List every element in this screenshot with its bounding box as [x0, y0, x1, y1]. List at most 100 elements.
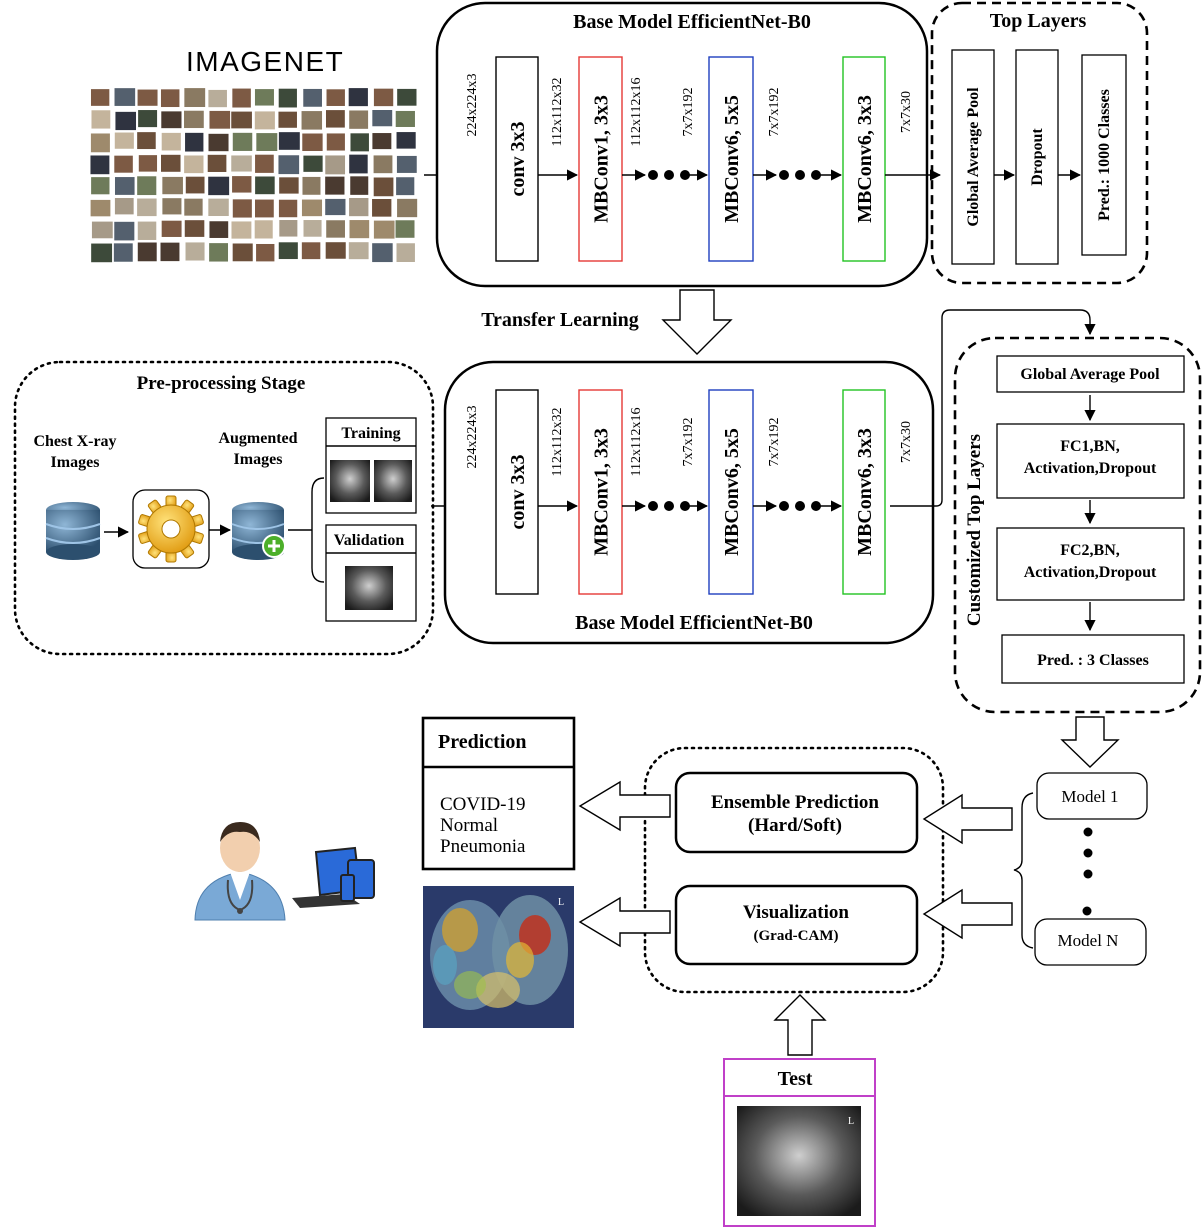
imagenet-thumb	[161, 132, 181, 151]
imagenet-thumb	[91, 243, 113, 263]
imagenet-logo-text: IMAGENET	[186, 46, 344, 77]
imagenet-thumb	[396, 243, 415, 262]
imagenet-logo: IMAGENET	[186, 46, 344, 77]
imagenet-thumb	[325, 242, 346, 259]
imagenet-thumb	[303, 88, 322, 107]
imagenet-thumb	[255, 154, 274, 173]
gear-icon	[138, 495, 204, 563]
imagenet-thumb	[184, 220, 205, 237]
dropout-block	[1015, 49, 1059, 265]
imagenet-thumb	[114, 177, 135, 195]
middle-base-model-frame	[443, 360, 935, 645]
imagenet-thumb	[325, 198, 346, 216]
imagenet-thumb	[301, 111, 323, 130]
imagenet-thumb	[372, 110, 393, 127]
ensemble-dotted-frame	[643, 746, 945, 994]
imagenet-thumb	[326, 89, 345, 106]
ensemble-prediction-box	[674, 771, 919, 854]
imagenet-thumb	[90, 199, 111, 217]
fc1-label-line2: Activation,Dropout	[1024, 460, 1157, 477]
middle-dim-5: 7x7x30	[899, 421, 914, 463]
preprocessing-title: Pre-processing Stage	[137, 373, 306, 394]
imagenet-thumb	[209, 110, 231, 129]
imagenet-thumb	[301, 242, 321, 260]
top-block-label-3: MBConv6, 5x5	[721, 95, 743, 223]
imagenet-thumb	[114, 221, 135, 241]
laptop-phone-icon	[292, 846, 375, 908]
top-block-label-2: MBConv1, 3x3	[591, 95, 613, 223]
imagenet-thumb	[254, 89, 274, 106]
top-dim-4: 7x7x192	[767, 88, 782, 137]
imagenet-thumb	[114, 198, 134, 215]
top-layers-title: Top Layers	[990, 10, 1087, 32]
custom-gap-label: Global Average Pool	[1020, 366, 1160, 383]
imagenet-thumb	[137, 176, 157, 196]
imagenet-thumb	[372, 243, 393, 263]
imagenet-thumb	[137, 221, 157, 240]
models-to-ensemble-arrow	[922, 793, 1013, 845]
imagenet-thumb	[232, 199, 252, 218]
middle-dim-3: 7x7x192	[681, 418, 696, 467]
imagenet-thumb	[232, 176, 252, 193]
ensemble-to-prediction-arrow	[578, 780, 671, 832]
imagenet-thumb	[395, 110, 415, 127]
middle-block-3	[708, 389, 754, 595]
imagenet-thumb	[325, 110, 345, 128]
imagenet-thumb	[114, 132, 134, 149]
fc2-block	[996, 527, 1185, 601]
top-layers-frame	[930, 1, 1149, 285]
ensemble-label-line2: (Hard/Soft)	[748, 815, 842, 836]
model-n-label: Model N	[1058, 931, 1119, 950]
imagenet-thumb	[325, 176, 345, 195]
pred-1000-block	[1081, 54, 1127, 256]
top-input-dim: 224x224x3	[465, 74, 480, 137]
middle-block-1	[495, 389, 539, 595]
custom-top-layers-title: Customized Top Layers	[964, 434, 985, 626]
top-dim-2: 112x112x16	[629, 78, 644, 147]
imagenet-thumb	[138, 155, 158, 172]
imagenet-thumb	[373, 88, 394, 107]
imagenet-thumb	[303, 220, 322, 237]
imagenet-thumb	[396, 132, 416, 149]
middle-block-label-2: MBConv1, 3x3	[591, 428, 613, 556]
imagenet-thumb	[278, 242, 298, 260]
imagenet-thumb	[348, 88, 368, 107]
imagenet-thumb	[256, 133, 278, 151]
imagenet-thumb	[278, 111, 297, 128]
imagenet-thumb	[184, 155, 204, 174]
transfer-learning-arrow	[661, 289, 733, 355]
prediction-box	[421, 716, 576, 871]
imagenet-thumb	[231, 221, 252, 239]
imagenet-thumb	[301, 199, 323, 217]
imagenet-thumb	[373, 177, 394, 197]
gradcam-heatmap-image: L	[423, 886, 574, 1028]
fc1-block	[996, 423, 1185, 499]
imagenet-thumb	[184, 198, 203, 216]
imagenet-thumb	[90, 133, 110, 153]
top-base-model-title: Base Model EfficientNet-B0	[573, 11, 811, 33]
ensemble-label-line1: Ensemble Prediction	[711, 792, 879, 813]
middle-dim-2: 112x112x16	[629, 408, 644, 477]
imagenet-thumb	[185, 176, 205, 194]
imagenet-thumb	[303, 155, 323, 172]
imagenet-thumb	[185, 132, 204, 152]
pred-3-classes-block	[1001, 634, 1185, 684]
imagenet-thumb	[302, 176, 321, 195]
imagenet-thumb	[231, 155, 252, 172]
imagenet-thumb	[138, 110, 158, 128]
imagenet-thumb	[161, 111, 182, 129]
imagenet-thumb	[208, 198, 229, 217]
imagenet-thumb	[396, 155, 417, 173]
imagenet-thumb	[254, 220, 273, 239]
imagenet-thumb	[114, 88, 136, 106]
imagenet-thumb	[137, 132, 156, 150]
visualization-label-line1: Visualization	[743, 902, 849, 923]
fc1-label-line1: FC1,BN,	[1060, 438, 1120, 455]
imagenet-thumb	[209, 243, 229, 262]
pred-3-classes-label: Pred. : 3 Classes	[1037, 652, 1149, 669]
fc2-label-line2: Activation,Dropout	[1024, 564, 1157, 581]
imagenet-thumb	[113, 243, 133, 262]
database-add-icon	[231, 502, 286, 560]
imagenet-thumb	[137, 89, 158, 106]
